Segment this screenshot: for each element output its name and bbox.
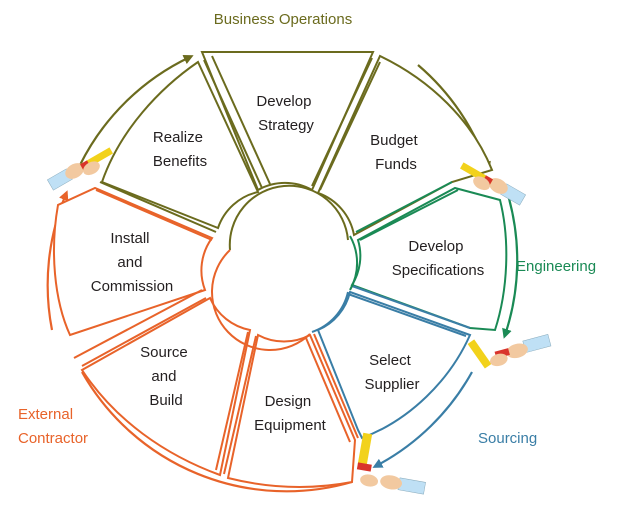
label-realize-benefits: Realize Benefits	[153, 129, 207, 170]
segment-source-and-build	[80, 296, 252, 477]
engineering-arc	[502, 194, 519, 339]
label-budget-funds: Budget Funds	[370, 132, 422, 173]
phase-sourcing: Sourcing	[478, 430, 537, 447]
phase-engineering: Engineering	[516, 258, 596, 275]
handoff-icon	[460, 162, 526, 206]
handoff-icon	[356, 432, 426, 495]
segment-install-and-commission	[53, 186, 214, 337]
segment-realize-benefits	[100, 60, 260, 230]
segment-design-equipment	[226, 333, 357, 488]
label-design-equipment: Design Equipment	[254, 393, 327, 434]
label-select-supplier: Select Supplier	[364, 352, 419, 393]
hub-arc-green	[349, 235, 359, 291]
external-arc-bottom	[81, 371, 353, 493]
sourcing-arc	[372, 371, 473, 468]
phase-business-operations: Business Operations	[214, 11, 352, 28]
phase-external-contractor: External Contractor	[18, 406, 88, 447]
label-develop-specifications: Develop Specifications	[392, 238, 485, 279]
center-hub	[228, 207, 338, 317]
separator-lines	[73, 55, 471, 475]
hub-arc-orange	[211, 249, 311, 351]
hub-arc-blue	[311, 291, 349, 333]
business-arc	[79, 55, 194, 166]
handoff-icon	[47, 147, 113, 191]
label-develop-strategy: Develop Strategy	[256, 93, 315, 134]
label-source-and-build: Source and Build	[140, 344, 192, 409]
label-install-and-commission: Install and Commission	[91, 230, 174, 295]
hub-arc-olive	[228, 184, 349, 251]
